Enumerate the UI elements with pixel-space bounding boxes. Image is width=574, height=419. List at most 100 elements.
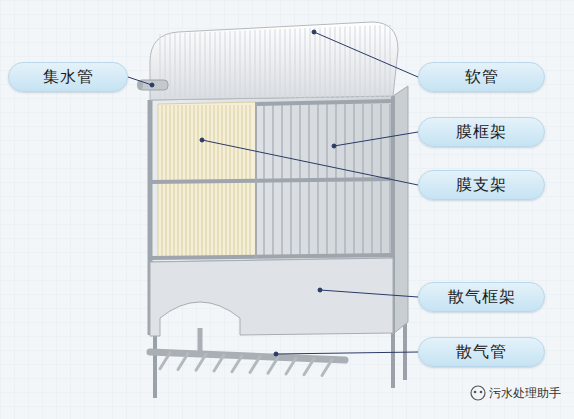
- pipe-branch: [250, 357, 260, 373]
- part-name: 软管: [465, 67, 499, 88]
- pipe-branch: [178, 354, 188, 370]
- hose-line: [185, 33, 186, 98]
- hose-line: [250, 30, 251, 98]
- hose-line: [365, 26, 366, 98]
- leader-dot: [312, 30, 316, 34]
- frame-bar: [256, 101, 393, 104]
- leader-dot: [332, 144, 336, 148]
- hose-line: [305, 28, 306, 98]
- hose-line: [200, 32, 201, 98]
- leader-lines: [128, 30, 418, 356]
- leader-dot: [274, 352, 278, 356]
- watermark-icon: [471, 386, 485, 400]
- hose-line: [350, 26, 351, 98]
- part-name: 膜支架: [456, 175, 507, 196]
- hose-line: [180, 33, 181, 98]
- hose-line: [270, 30, 271, 98]
- leader-line: [334, 132, 418, 146]
- hose-line: [170, 34, 171, 98]
- leg: [403, 322, 407, 380]
- frame-bar: [150, 255, 393, 258]
- hose-line: [310, 28, 311, 98]
- hose-hood: [150, 22, 398, 100]
- hose-line: [210, 32, 211, 98]
- hose-line: [390, 25, 391, 98]
- aeration-frame: [150, 258, 393, 336]
- hose-line: [325, 27, 326, 98]
- part-name: 散气管: [456, 342, 507, 363]
- hose-line: [240, 31, 241, 98]
- hose-lines: [160, 25, 390, 98]
- hose-line: [205, 32, 206, 98]
- side-face: [393, 86, 408, 334]
- frame-bars: [150, 101, 393, 258]
- hose-line: [230, 31, 231, 98]
- pipe-branch: [214, 355, 224, 371]
- hose-line: [385, 25, 386, 98]
- hose-line: [375, 25, 376, 98]
- label-box: 散气管: [418, 337, 545, 367]
- leader-dot: [150, 83, 154, 87]
- hose-line: [360, 26, 361, 98]
- hose-line: [255, 30, 256, 98]
- leader-line: [320, 290, 418, 297]
- pipe-branch: [160, 353, 170, 369]
- leg: [391, 330, 395, 388]
- label-box: 膜框架: [418, 117, 545, 147]
- hose-line: [380, 25, 381, 98]
- hose-line: [235, 31, 236, 98]
- label-box: 膜支架: [418, 170, 545, 200]
- pipe-branch: [196, 354, 206, 370]
- hose-line: [335, 27, 336, 98]
- pipe-branch: [304, 359, 314, 375]
- hose-line: [225, 31, 226, 98]
- hose-line: [260, 30, 261, 98]
- leader-line: [202, 140, 418, 185]
- aeration-pipe: [150, 328, 345, 375]
- pipe-branch: [322, 359, 332, 375]
- label-box: 集水管: [8, 62, 128, 92]
- hose-line: [190, 33, 191, 98]
- hose-line: [245, 31, 246, 98]
- pipe-branches: [160, 353, 332, 376]
- part-name: 膜框架: [456, 122, 507, 143]
- pipe-riser: [198, 328, 203, 352]
- leader-dot: [200, 138, 204, 142]
- hose-line: [215, 32, 216, 98]
- leader-dot: [318, 288, 322, 292]
- hose-line: [340, 27, 341, 98]
- hose-line: [220, 32, 221, 98]
- frame-bar: [150, 179, 393, 182]
- hose-line: [320, 28, 321, 98]
- pipe-branch: [232, 356, 242, 372]
- label-box: 散气框架: [418, 282, 545, 312]
- leader-line: [128, 77, 152, 85]
- membrane-frame-body: [150, 96, 393, 262]
- leader-line: [314, 32, 418, 77]
- hose-line: [300, 28, 301, 98]
- watermark-icon-dot: [480, 391, 483, 394]
- leader-line: [276, 352, 418, 354]
- hose-line: [345, 27, 346, 98]
- part-name: 集水管: [43, 67, 94, 88]
- watermark: 污水处理助手: [489, 385, 561, 402]
- hose-line: [285, 29, 286, 98]
- hose-line: [370, 26, 371, 98]
- hose-line: [275, 29, 276, 98]
- frame-post: [255, 102, 257, 258]
- hose-line: [355, 26, 356, 98]
- pipe-branch: [286, 358, 296, 374]
- watermark-icon-dot: [474, 391, 477, 394]
- hose-line: [195, 33, 196, 98]
- hose-line: [175, 33, 176, 98]
- pipe-branch: [268, 357, 278, 373]
- label-box: 软管: [418, 62, 545, 92]
- hose-line: [330, 27, 331, 98]
- hose-line: [290, 29, 291, 98]
- hose-line: [295, 29, 296, 98]
- hose-line: [315, 28, 316, 98]
- hose-line: [280, 29, 281, 98]
- part-name: 散气框架: [448, 287, 516, 308]
- hose-line: [265, 30, 266, 98]
